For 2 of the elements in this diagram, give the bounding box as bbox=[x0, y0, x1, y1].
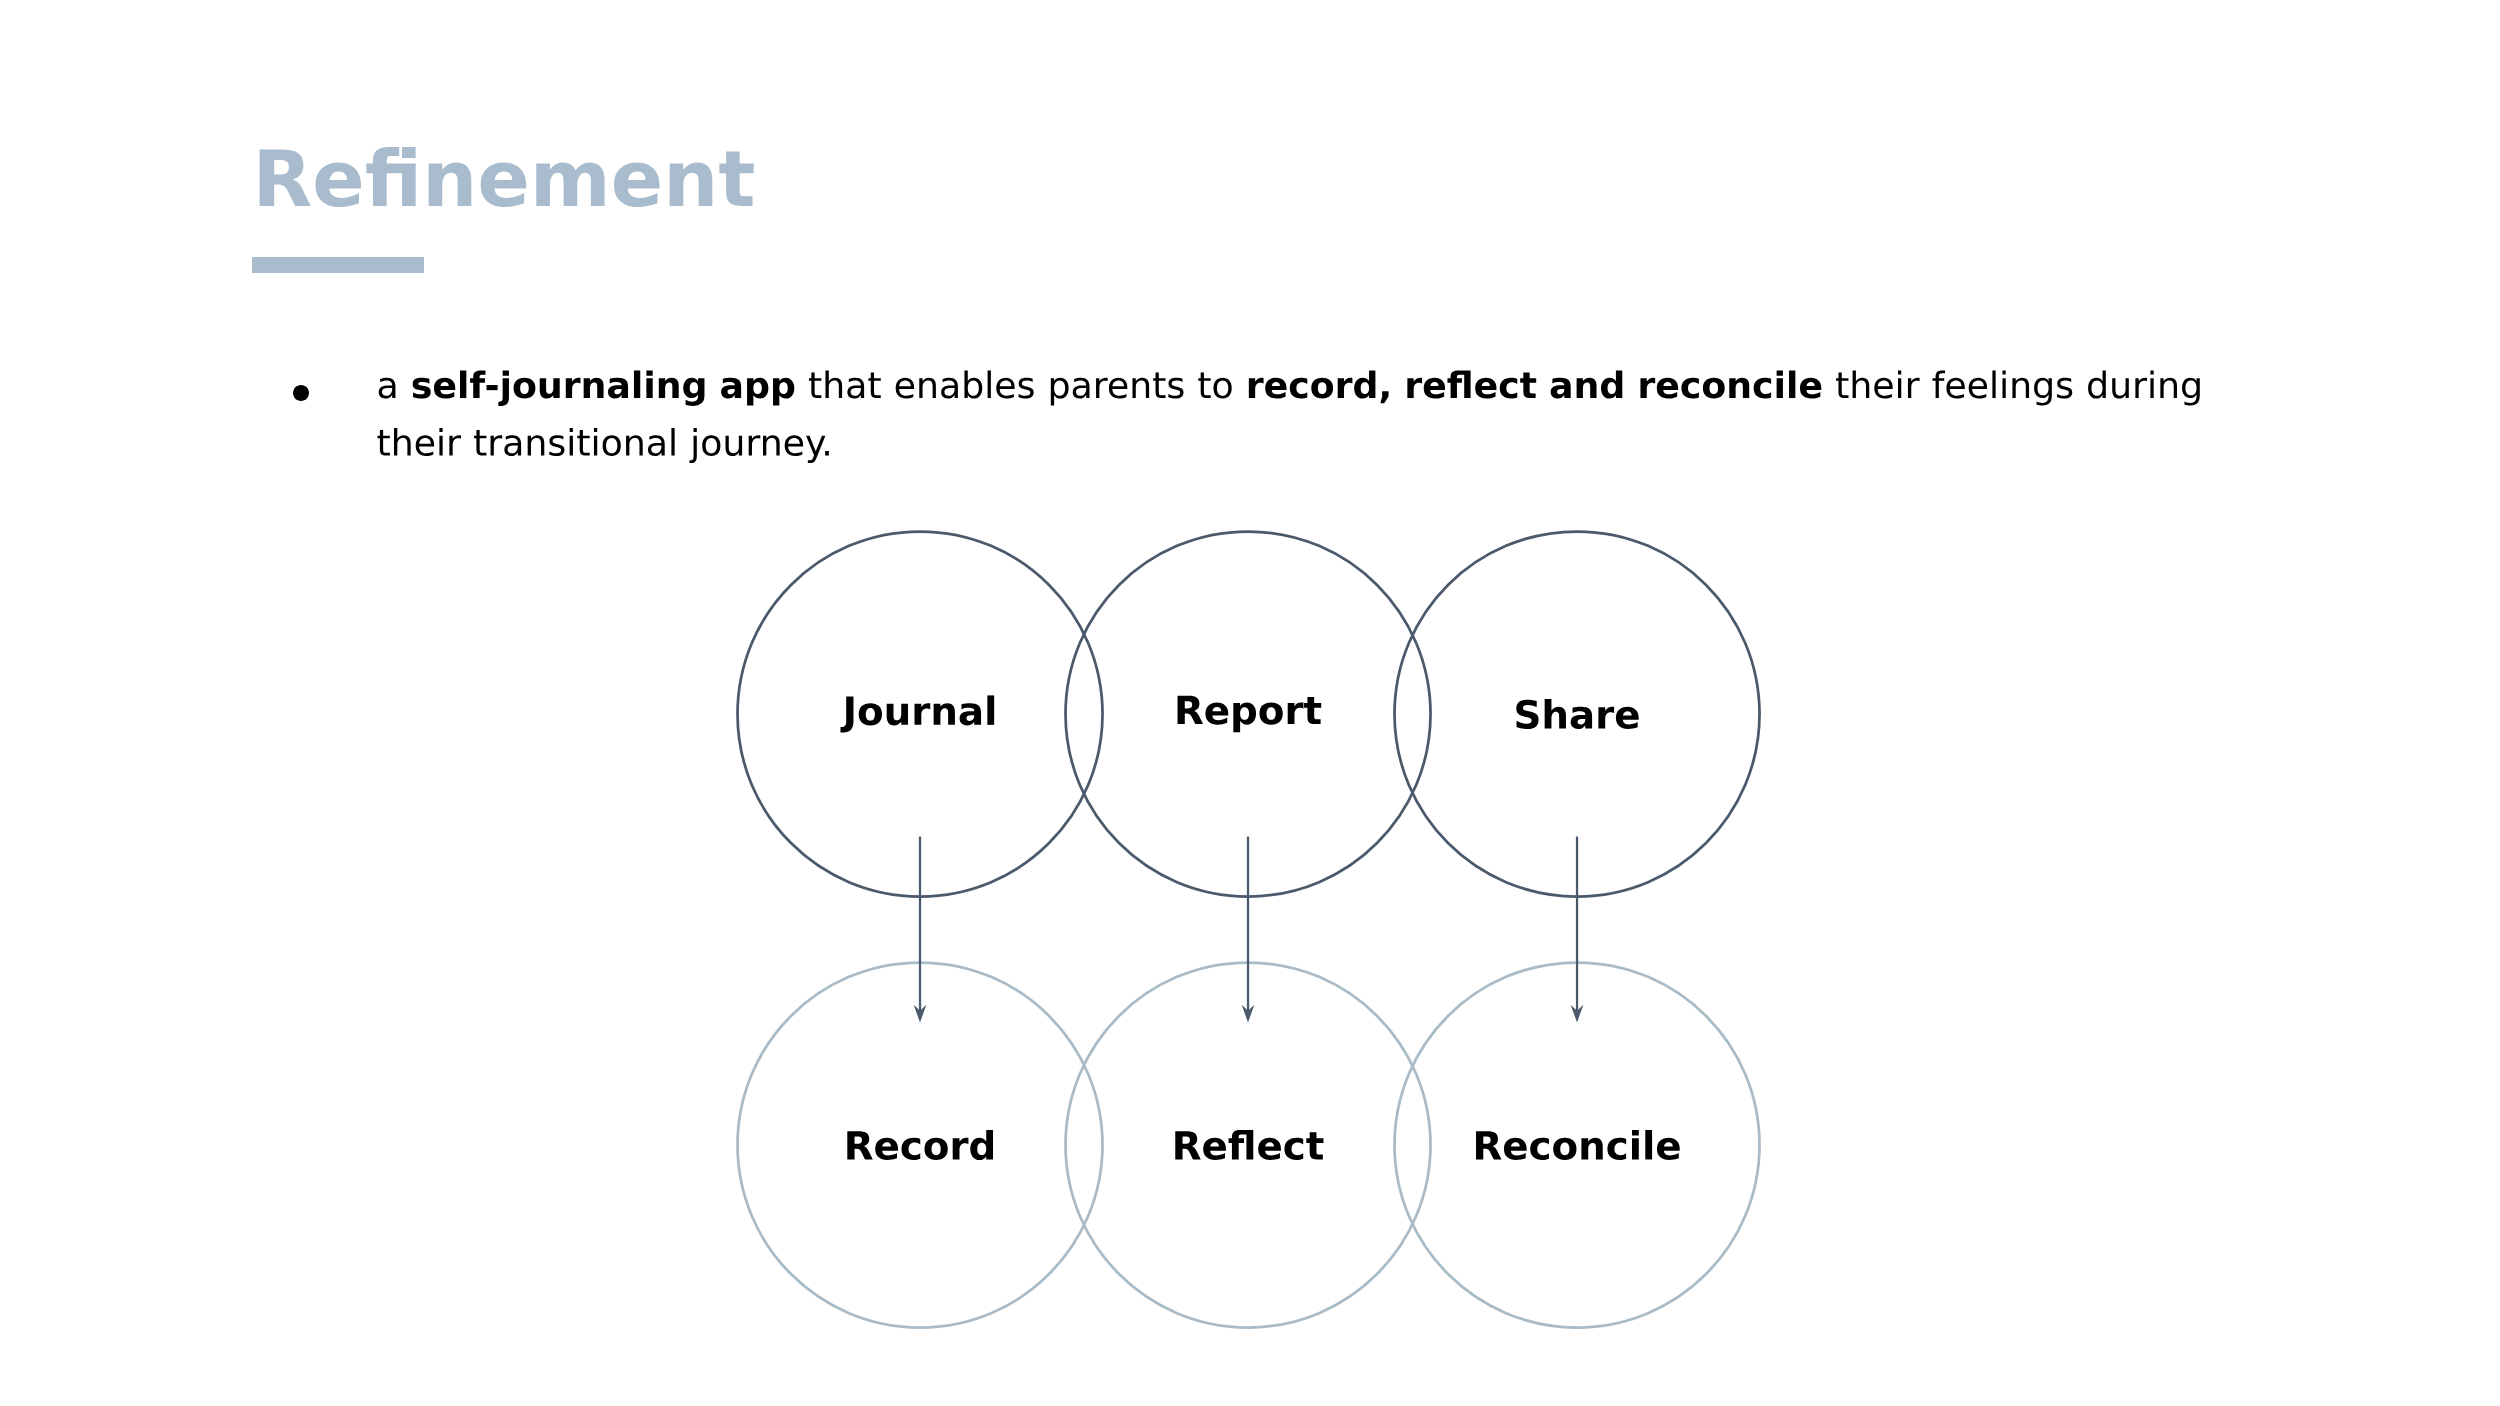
bullet-text: a self-journaling app that enables parents to record, reflect and reconcile their feelings during their transitional journey. bbox=[377, 370, 2200, 464]
slide-title: Refinement bbox=[252, 147, 754, 273]
